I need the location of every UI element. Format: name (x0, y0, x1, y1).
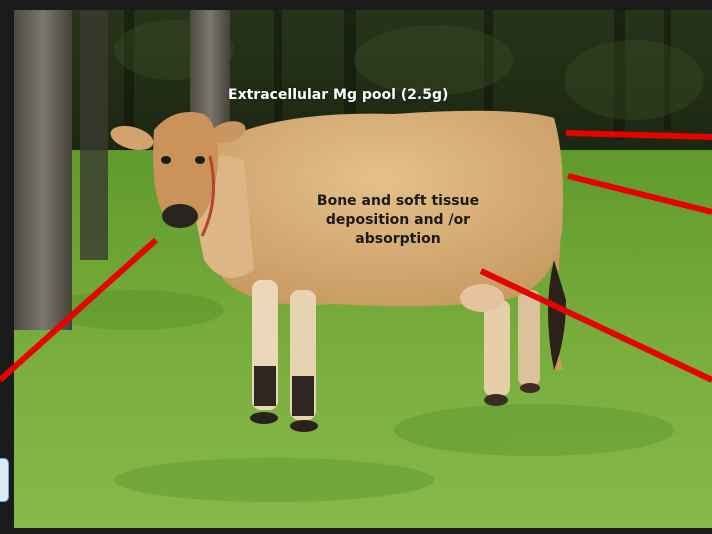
extracellular-mg-pool-label: Extracellular Mg pool (2.5g) (228, 86, 448, 105)
side-panel-tab[interactable] (0, 458, 9, 502)
bone-soft-tissue-label: Bone and soft tissue deposition and /or … (300, 192, 496, 249)
tree-trunk-left (14, 10, 72, 330)
